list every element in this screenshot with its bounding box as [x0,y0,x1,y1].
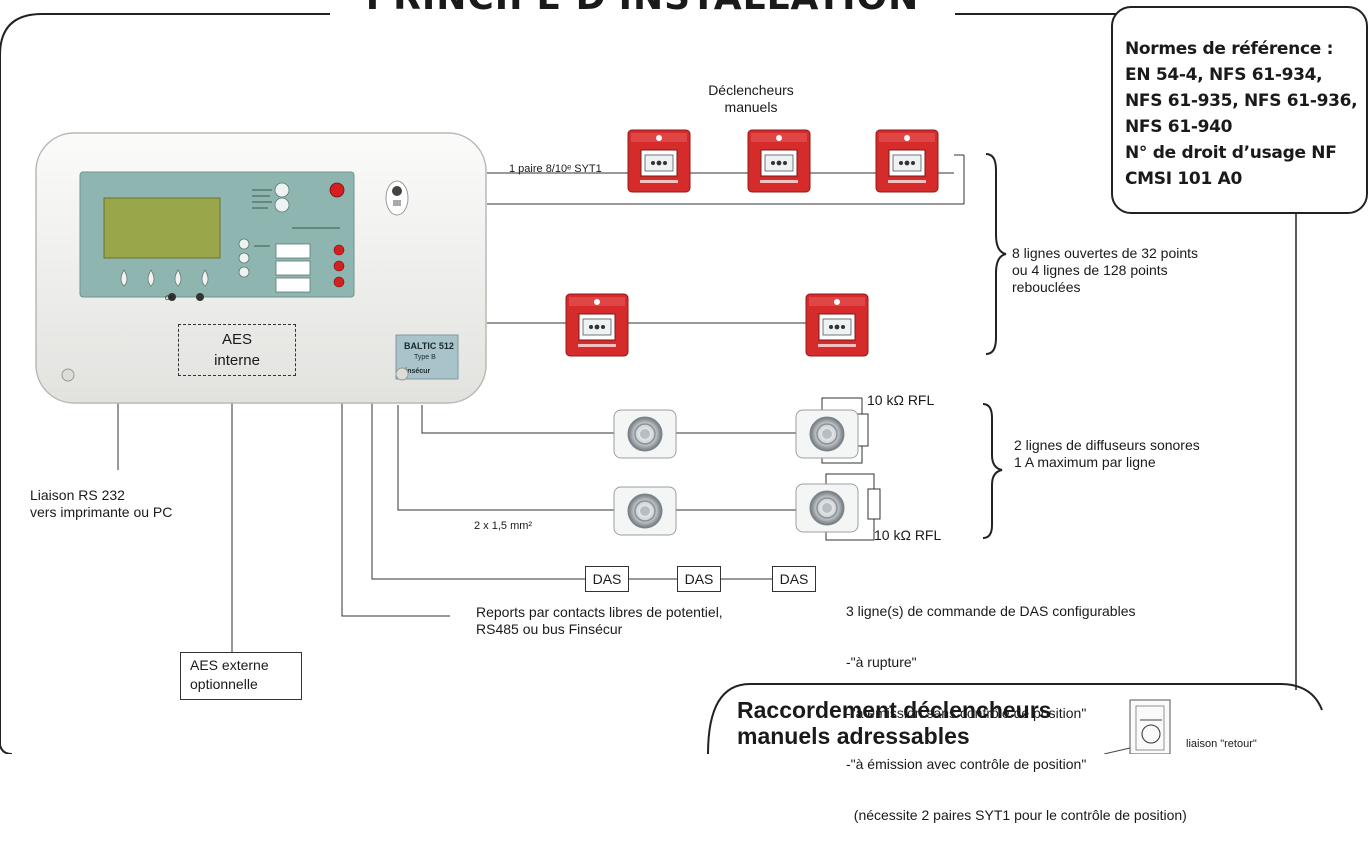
resistor-2-wire [825,473,875,489]
diffuseurs-line: 2 lignes de diffuseurs sonores [1014,437,1200,453]
panel-brand-name: BALTIC 512 [404,341,454,351]
norms-line: NFS 61-935, NFS 61-936, [1125,91,1358,111]
reports-line: RS485 ou bus Finsécur [476,621,623,637]
resistor-1-wire [821,397,850,411]
norms-line: Normes de référence : [1125,39,1334,59]
callpoint-1 [627,129,691,193]
resistor-2 [867,488,881,520]
resistor-2-wire-b [825,519,875,541]
callpoint-4 [565,293,629,357]
page-title: PRINCIPE D'INSTALLATION [330,0,955,20]
resistor-1-wire-b [821,446,863,464]
aes-externe-line: optionnelle [190,676,258,692]
resistor-top-label: 10 kΩ RFL [867,392,935,408]
rs232-line: Liaison RS 232 [30,487,125,503]
norms-line: NFS 61-940 [1125,117,1233,137]
outer-frame [0,13,1125,745]
declencheurs-label: Déclencheurs manuels [706,82,796,116]
das-box-1: DAS [585,566,629,592]
lignes-ouvertes-label: 8 lignes ouvertes de 32 points ou 4 lign… [1012,245,1198,296]
reports-line: Reports par contacts libres de potentiel… [476,604,723,620]
sounder-4 [795,483,859,533]
brace-sounders [982,403,1003,539]
norms-box: Normes de référence : EN 54-4, NFS 61-93… [1111,6,1368,214]
das-config-line: 3 ligne(s) de commande de DAS configurab… [846,603,1136,619]
das-config-line: -"à rupture" [846,654,917,670]
liaison-retour-label: liaison "retour" [1186,738,1257,750]
das-box-3: DAS [772,566,816,592]
norms-line: N° de droit d’usage NF [1125,143,1337,163]
callpoint-5 [805,293,869,357]
aes-interne-line: AES [221,331,252,348]
sounder-2 [795,409,859,459]
das-box-2: DAS [677,566,721,592]
control-panel: BALTIC 512 Type B Finsécur OK [35,132,487,404]
sounder-1 [613,409,677,459]
panel-brand-maker: Finsécur [401,368,430,375]
cable-sounders-1 [421,405,804,434]
cable-reports [341,403,450,617]
diffuseurs-line: 1 A maximum par ligne [1014,454,1156,470]
raccordement-title: Raccordement déclencheurs manuels adress… [737,697,1051,749]
callpoint-3 [875,129,939,193]
declencheurs-line: manuels [724,99,778,115]
reports-label: Reports par contacts libres de potentiel… [476,604,723,638]
cable-sounders-2 [397,405,804,511]
lignes-line: 8 lignes ouvertes de 32 points [1012,245,1199,261]
aes-externe-box: AES externe optionnelle [180,652,302,700]
panel-brand-type: Type B [414,354,436,361]
aes-interne-line: interne [214,352,260,369]
aes-interne-box: AES interne [178,324,296,376]
raccordement-line: manuels adressables [737,723,970,749]
cable-paire-label: 1 paire 8/10ᵉ SYT1 [509,163,602,175]
raccordement-inset-frame [707,683,1323,754]
rs232-line: vers imprimante ou PC [30,504,173,520]
callpoint-2 [747,129,811,193]
sounder-3 [613,486,677,536]
declencheurs-line: Déclencheurs [708,82,794,98]
norms-line: CMSI 101 A0 [1125,169,1242,189]
rs232-label: Liaison RS 232 vers imprimante ou PC [30,487,172,521]
outer-frame-bottom [0,744,13,754]
raccordement-line: Raccordement déclencheurs [737,697,1052,723]
cable-das [371,403,585,580]
das-config-line: (nécessite 2 paires SYT1 pour le contrôl… [846,807,1187,823]
panel-ok-label: OK [165,296,174,302]
das-config-line: -"à émission sans contrôle de position" [846,705,1087,721]
das-config-line: -"à émission avec contrôle de position" [846,756,1087,772]
lignes-line: ou 4 lignes de 128 points [1012,262,1168,278]
aes-externe-line: AES externe [190,657,269,673]
lignes-line: rebouclées [1012,279,1081,295]
cable-section-label: 2 x 1,5 mm² [474,520,533,532]
installation-diagram: BALTIC 512 Type B Finsécur OK [0,13,1297,754]
resistor-bottom-label: 10 kΩ RFL [874,527,942,543]
brace-callpoints [985,153,1007,355]
diffuseurs-label: 2 lignes de diffuseurs sonores 1 A maxim… [1014,437,1200,471]
norms-line: EN 54-4, NFS 61-934, [1125,65,1323,85]
